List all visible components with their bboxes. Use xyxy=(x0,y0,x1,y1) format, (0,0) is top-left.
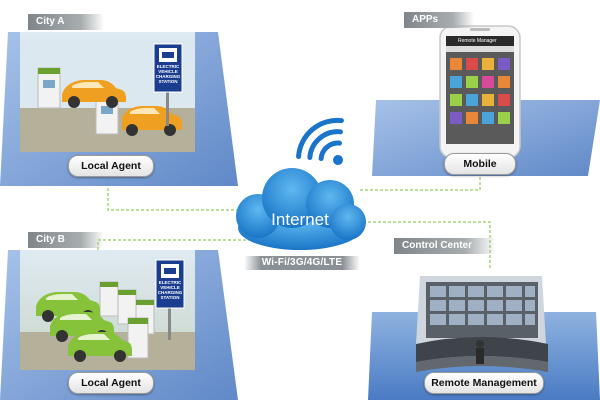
operator-icon xyxy=(476,340,484,364)
remote-management-label: Remote Management xyxy=(424,372,544,394)
city-b-tag: City B xyxy=(28,232,104,248)
mobile-label: Mobile xyxy=(444,153,516,175)
charging-station-sign xyxy=(153,43,183,126)
city-b-local-agent-label: Local Agent xyxy=(68,372,154,394)
city-a-tag: City A xyxy=(28,14,104,30)
charging-station-icon xyxy=(37,67,119,135)
charging-station-sign xyxy=(155,259,185,340)
charging-station-icon xyxy=(99,281,155,359)
phone-screen-title: Remote Manager xyxy=(458,38,497,44)
city-a-local-agent-label: Local Agent xyxy=(68,155,154,177)
car-icon xyxy=(36,292,132,362)
control-center-tag: Control Center xyxy=(394,238,496,254)
city-b-sign-text: ELECTRIC VEHICLE CHARGING STATION xyxy=(157,280,183,300)
wifi-icon xyxy=(296,117,344,165)
video-wall-icon xyxy=(430,286,535,325)
app-grid xyxy=(450,58,510,124)
link-types-label: Wi-Fi/3G/4G/LTE xyxy=(244,256,360,270)
internet-label: Internet xyxy=(271,210,329,229)
apps-tag: APPs xyxy=(404,12,474,28)
city-a-sign-text: ELECTRIC VEHICLE CHARGING STATION xyxy=(155,64,181,84)
cloud-icon xyxy=(236,168,366,250)
smartphone-icon xyxy=(439,25,521,159)
